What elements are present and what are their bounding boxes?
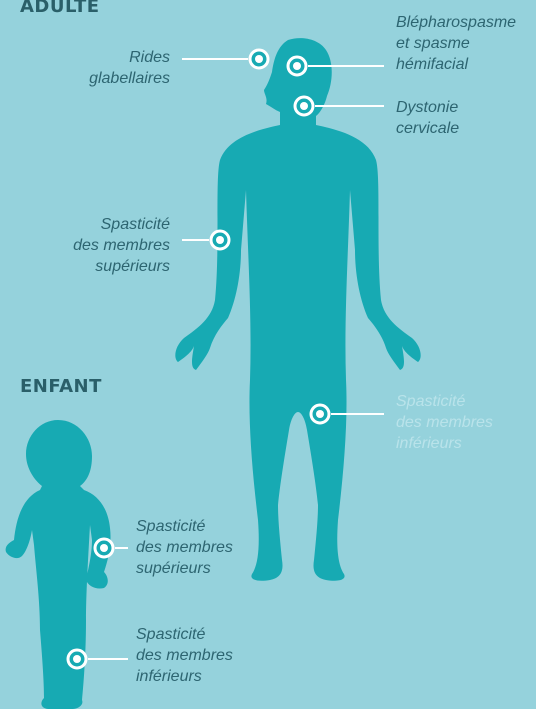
marker-dot xyxy=(100,544,108,552)
adult-section-title: ADULTE xyxy=(20,0,100,16)
child-section-title: ENFANT xyxy=(20,378,102,396)
marker-child-spasticite-superieurs xyxy=(95,539,128,557)
marker-adult-spasticite-superieurs xyxy=(182,231,229,249)
marker-dot xyxy=(293,62,301,70)
label-blepharospasme: Blépharospasme et spasme hémifacial xyxy=(396,12,516,75)
adult-silhouette xyxy=(175,38,420,581)
label-child-spasticite-inferieurs: Spasticité des membres inférieurs xyxy=(136,624,233,687)
marker-dot xyxy=(316,410,324,418)
marker-rides-glabellaires xyxy=(182,50,268,68)
child-silhouette xyxy=(6,420,111,709)
marker-dot xyxy=(300,102,308,110)
label-child-spasticite-superieurs: Spasticité des membres supérieurs xyxy=(136,516,233,579)
marker-dot xyxy=(73,655,81,663)
label-rides-glabellaires: Rides glabellaires xyxy=(89,47,170,89)
marker-adult-spasticite-inferieurs xyxy=(311,405,384,423)
marker-blepharospasme xyxy=(288,57,384,75)
marker-dystonie-cervicale xyxy=(295,97,384,115)
label-dystonie-cervicale: Dystonie cervicale xyxy=(396,97,459,139)
marker-dot xyxy=(216,236,224,244)
label-adult-spasticite-superieurs: Spasticité des membres supérieurs xyxy=(73,214,170,277)
marker-child-spasticite-inferieurs xyxy=(68,650,128,668)
marker-dot xyxy=(255,55,263,63)
label-adult-spasticite-inferieurs: Spasticité des membres inférieurs xyxy=(396,391,493,454)
